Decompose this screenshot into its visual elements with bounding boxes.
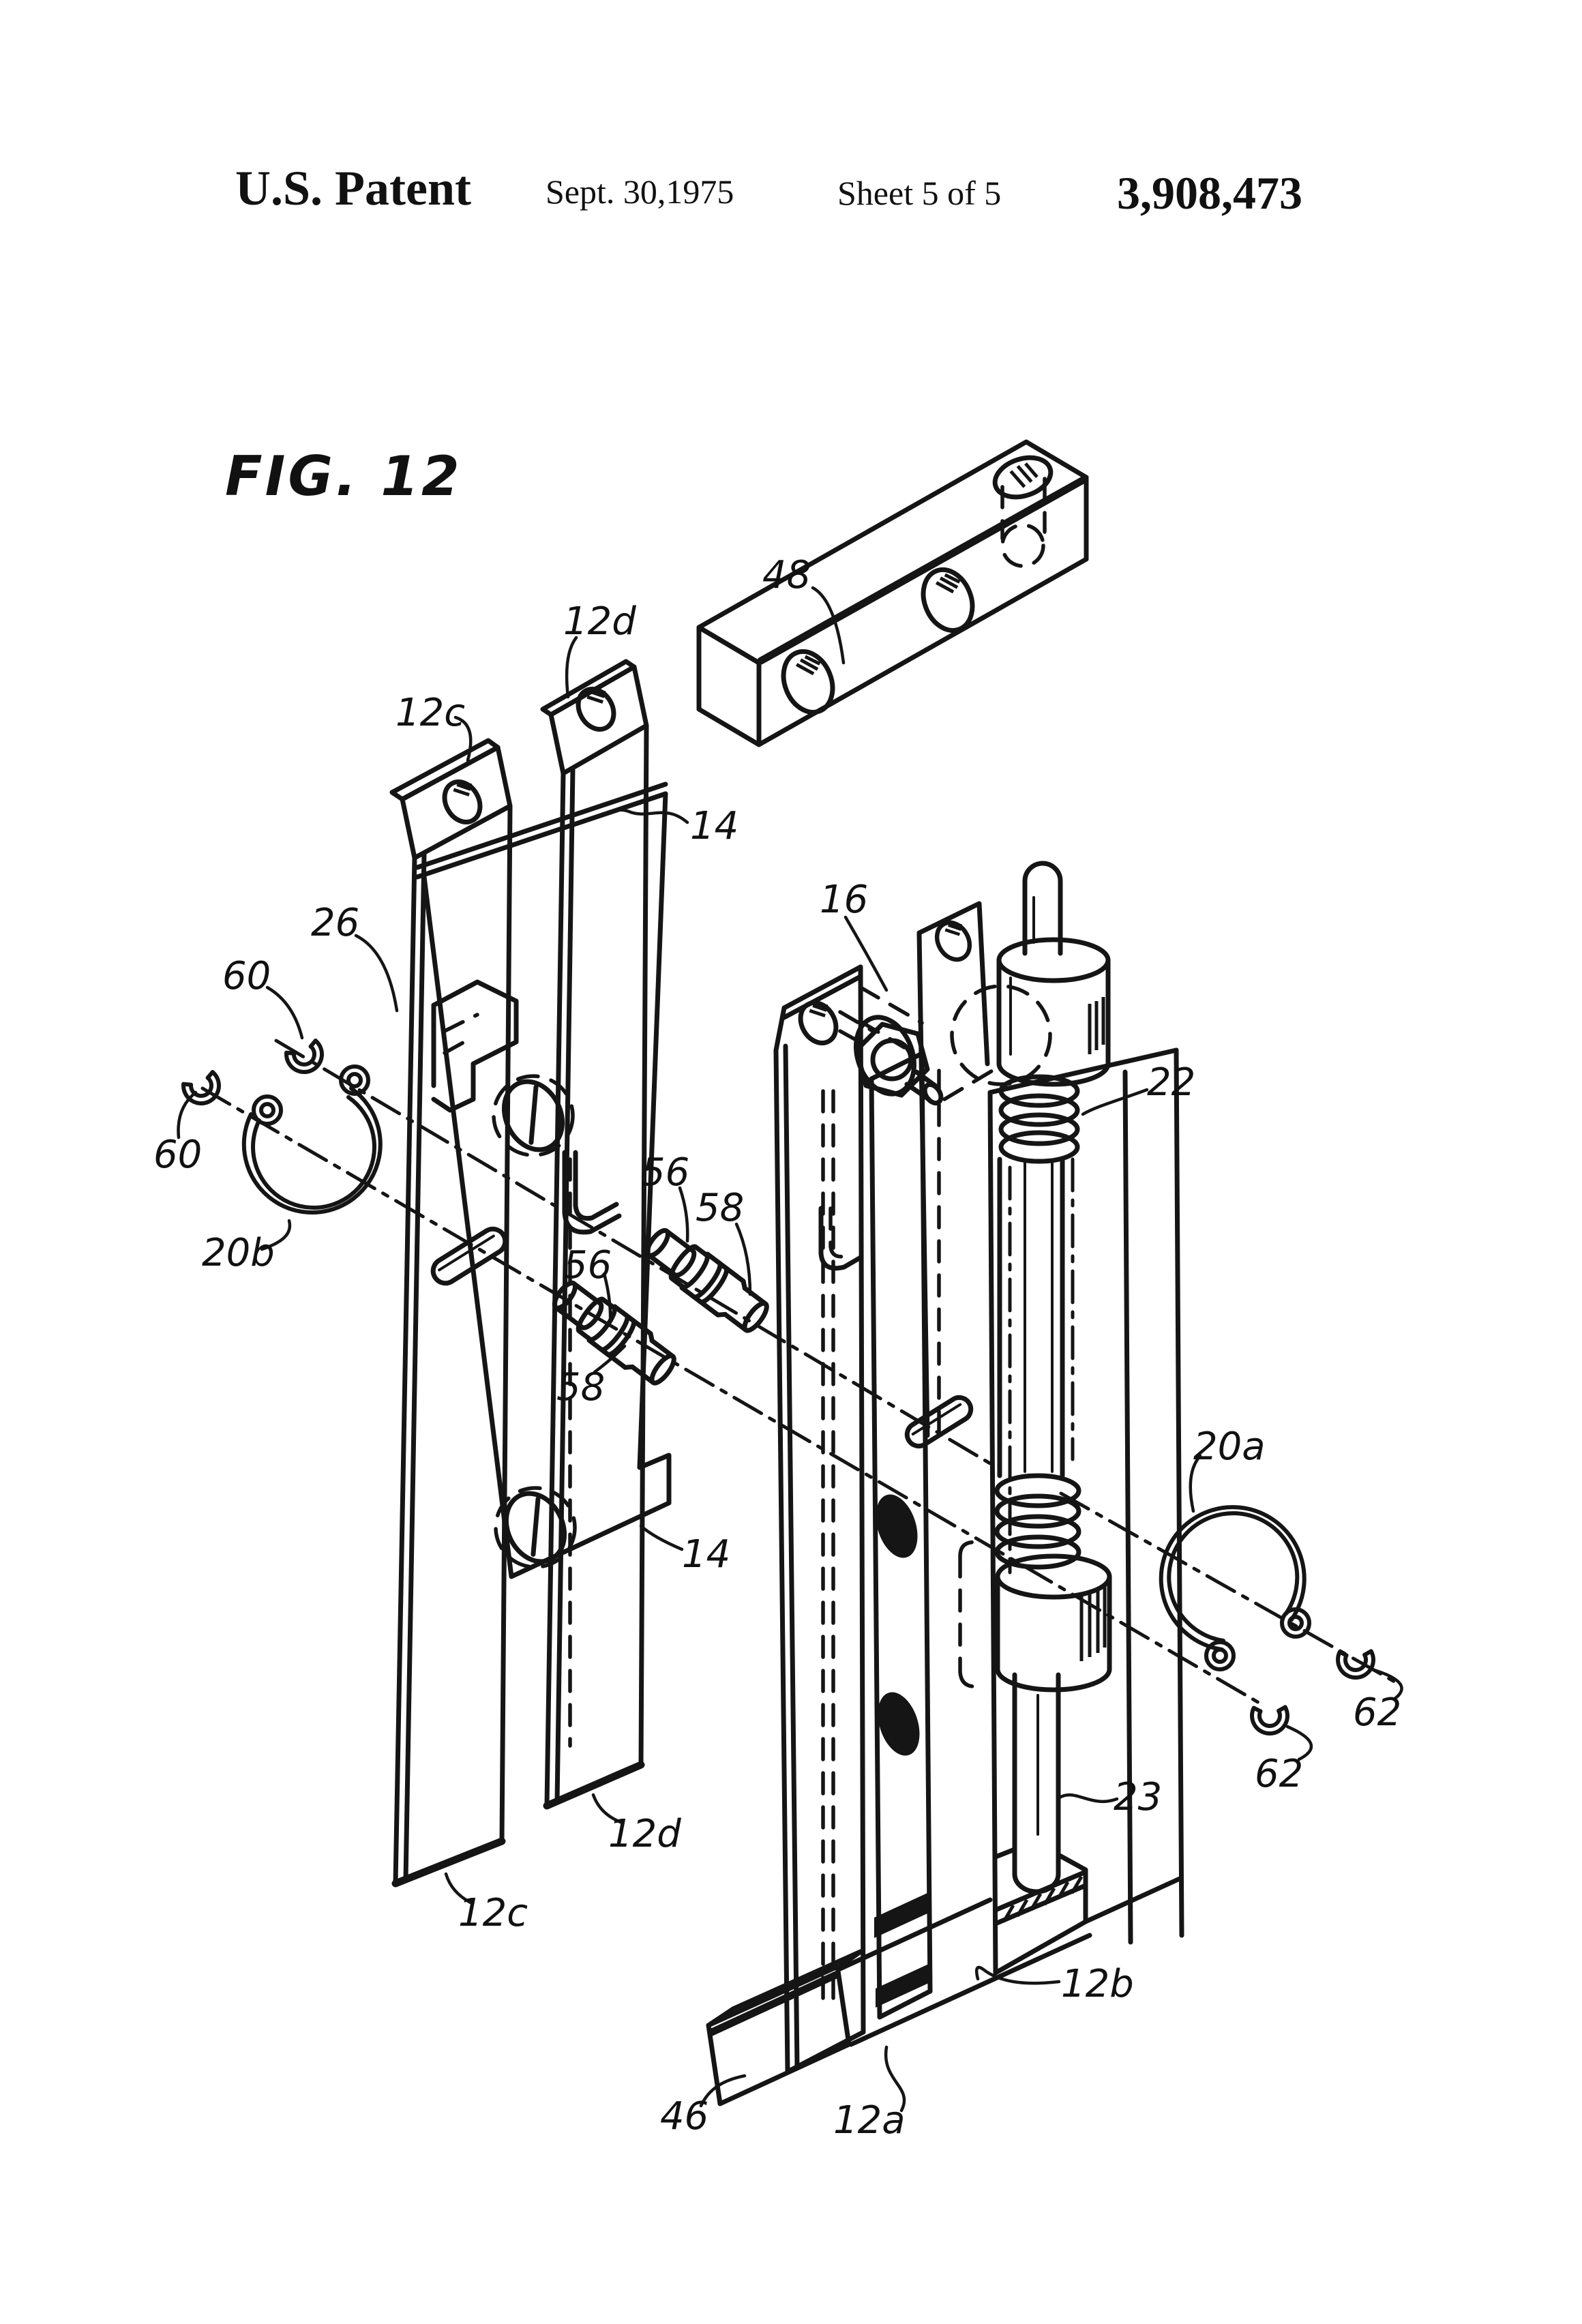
ref-12a: 12a [833, 2098, 906, 2143]
ref-26: 26 [311, 901, 359, 945]
plate-12a [773, 964, 924, 2074]
ref-48: 48 [762, 553, 811, 597]
center-strip [869, 1051, 974, 2020]
clip-60-upper [284, 1040, 326, 1076]
ref-12b: 12b [1061, 1962, 1134, 2006]
bracket-26 [431, 979, 519, 1113]
ref-46: 46 [660, 2094, 708, 2139]
ref-20b: 20b [202, 1231, 275, 1275]
ref-12d-top: 12d [563, 599, 636, 644]
patent-header: U.S. Patent Sept. 30,1975 Sheet 5 of 5 3… [235, 161, 1302, 219]
ref-16: 16 [820, 878, 868, 922]
foot-46 [706, 1897, 1092, 2106]
strip-16 [916, 901, 1052, 1438]
ref-12d-bottom: 12d [608, 1812, 681, 1856]
ref-labels: 48 12d 12c 14 16 26 60 22 60 20b 56 58 5… [153, 553, 1401, 2143]
spring-22 [998, 1074, 1080, 1164]
ref-62-right: 62 [1353, 1690, 1401, 1735]
sheet-count: Sheet 5 of 5 [837, 174, 1001, 212]
collar [958, 1540, 1112, 1693]
hex-nut [853, 1015, 944, 1106]
ref-23: 23 [1114, 1775, 1162, 1819]
leader-lines [177, 586, 1403, 2113]
bar-48 [696, 439, 1089, 747]
ref-22: 22 [1147, 1060, 1195, 1105]
ref-62-lower: 62 [1255, 1752, 1303, 1796]
plate-12d [540, 659, 649, 1810]
patent-date: Sept. 30,1975 [546, 173, 734, 211]
knob-bushing [996, 937, 1111, 1087]
ref-14-top: 14 [690, 804, 738, 848]
tab-lug [430, 1226, 508, 1286]
ref-12c-top: 12c [395, 691, 465, 735]
axis-lines [200, 1039, 1401, 1705]
ref-56-upper: 56 [641, 1150, 689, 1195]
rod-23-assembly [958, 861, 1112, 1894]
clip-62-lower [1250, 1703, 1288, 1735]
ref-20a: 20a [1193, 1425, 1266, 1469]
retaining-ring-20a [1159, 1505, 1311, 1671]
figure-label: FIG. 12 [225, 445, 462, 508]
pin-56-58-upper [640, 1223, 773, 1338]
ref-58-lower: 58 [556, 1365, 605, 1410]
plate-12c [389, 738, 513, 1888]
plate-14 [415, 781, 672, 1579]
patent-title: U.S. Patent [235, 161, 471, 215]
ref-12c-bottom: 12c [458, 1891, 528, 1935]
ref-14-bottom: 14 [682, 1532, 730, 1577]
ref-60-lower: 60 [153, 1133, 202, 1177]
exploded-view-drawing: 48 12d 12c 14 16 26 60 22 60 20b 56 58 5… [153, 439, 1403, 2143]
ref-56-lower: 56 [563, 1243, 612, 1287]
plate-12b [987, 1047, 1184, 1976]
ref-60-upper: 60 [222, 954, 271, 998]
ref-58-upper: 58 [696, 1186, 744, 1230]
patent-number: 3,908,473 [1117, 167, 1302, 219]
